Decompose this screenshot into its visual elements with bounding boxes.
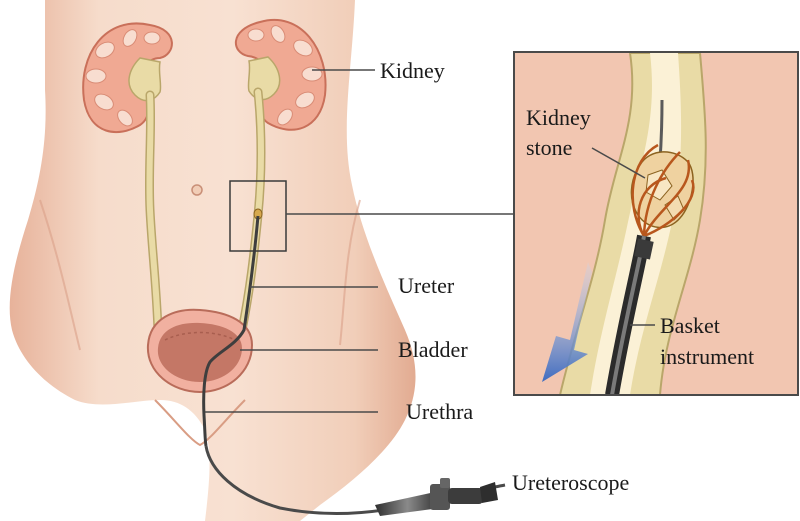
label-ureteroscope: Ureteroscope: [512, 470, 629, 495]
body-outline: [9, 0, 416, 521]
down-arrow-icon: [542, 262, 592, 382]
label-basket-line2: instrument: [660, 344, 754, 369]
navel: [191, 184, 203, 196]
label-kidney-stone-line2: stone: [526, 135, 572, 160]
left-kidney: [82, 22, 173, 133]
label-bladder: Bladder: [398, 337, 468, 362]
bladder: [146, 308, 254, 394]
ureters: [144, 87, 266, 335]
label-ureter: Ureter: [398, 273, 455, 298]
ureteroscope-handle: [375, 478, 498, 516]
basket-wires: [631, 143, 695, 238]
right-kidney: [234, 19, 327, 131]
label-kidney: Kidney: [380, 58, 445, 83]
label-urethra: Urethra: [406, 399, 473, 424]
callout-lines: [205, 69, 655, 413]
label-kidney-stone-line1: Kidney: [526, 105, 591, 130]
zoom-focus-box: [229, 180, 287, 252]
ureteroscope: [202, 215, 506, 516]
inset-panel: [513, 51, 799, 396]
label-basket-line1: Basket: [660, 313, 720, 338]
